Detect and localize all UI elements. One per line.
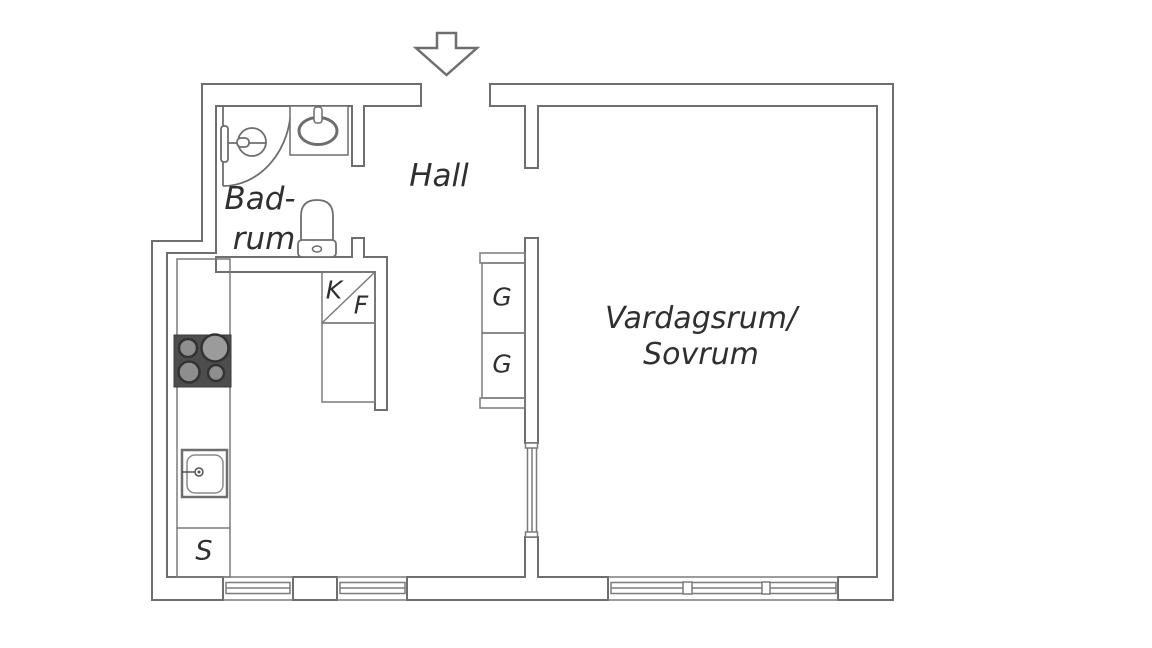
- kitchen-sink-icon: [180, 448, 229, 499]
- joinery: [176, 252, 526, 578]
- wardrobe-bottom-connector: [479, 397, 526, 409]
- shower-wall-bar: [220, 125, 229, 163]
- windows: [223, 442, 838, 601]
- window-partition-cap-top: [524, 442, 539, 449]
- window-living-mullion-2: [761, 581, 771, 595]
- kitchen-counter: [176, 258, 231, 578]
- burner-2: [177, 337, 199, 359]
- washbasin: [289, 105, 349, 156]
- sink-tap-dot: [197, 470, 201, 474]
- shower-handle: [236, 137, 250, 148]
- window-living-mullion-1: [682, 581, 693, 595]
- burner-4: [206, 363, 226, 383]
- shower-enclosure: [220, 105, 292, 187]
- toilet-icon: [297, 199, 337, 258]
- toilet-button: [311, 245, 323, 253]
- bathroom-label-line2: rum: [232, 221, 296, 258]
- hall-label: Hall: [409, 158, 469, 195]
- living-room-label-line1: Vardagsrum/: [604, 301, 798, 336]
- sink-basin: [186, 454, 224, 494]
- fridge-label: K: [325, 275, 343, 305]
- wardrobe-top-connector: [479, 252, 526, 264]
- four-burner-cooktop-icon: [173, 333, 232, 388]
- window-kitchen-right: [337, 576, 407, 601]
- bathroom-label-line1: Bad-: [224, 181, 296, 218]
- wall-left-and-top: [151, 83, 422, 601]
- burner-3: [177, 360, 201, 384]
- wall-bottom-center-and-divider-foot: [406, 536, 609, 601]
- entrance-down-arrow-icon: [412, 31, 481, 77]
- living-room-label: Vardagsrum/ Sovrum: [605, 301, 797, 373]
- wall-bottom-mullion: [292, 576, 338, 601]
- burner-1: [200, 333, 230, 363]
- walls: [151, 83, 894, 601]
- window-living: [608, 576, 838, 601]
- freezer-label: F: [353, 290, 369, 320]
- washbasin-tap: [313, 106, 323, 124]
- wall-bathroom-south-and-kitchen-divider: [215, 237, 388, 411]
- shower-arc: [222, 105, 292, 187]
- wardrobe-upper-label: G: [492, 282, 512, 312]
- wall-top-right-and-right: [489, 83, 894, 601]
- kitchen-cabinet: [321, 322, 376, 403]
- wall-living-divider: [524, 237, 539, 444]
- toilet-bowl: [300, 199, 334, 244]
- window-kitchen-left: [223, 576, 293, 601]
- window-partition-cap-bottom: [524, 531, 539, 538]
- wardrobe-lower-label: G: [492, 349, 512, 379]
- fridge-freezer-diagonal: [321, 271, 376, 324]
- living-room-label-line2: Sovrum: [643, 337, 759, 372]
- cabinet-label: S: [195, 535, 213, 567]
